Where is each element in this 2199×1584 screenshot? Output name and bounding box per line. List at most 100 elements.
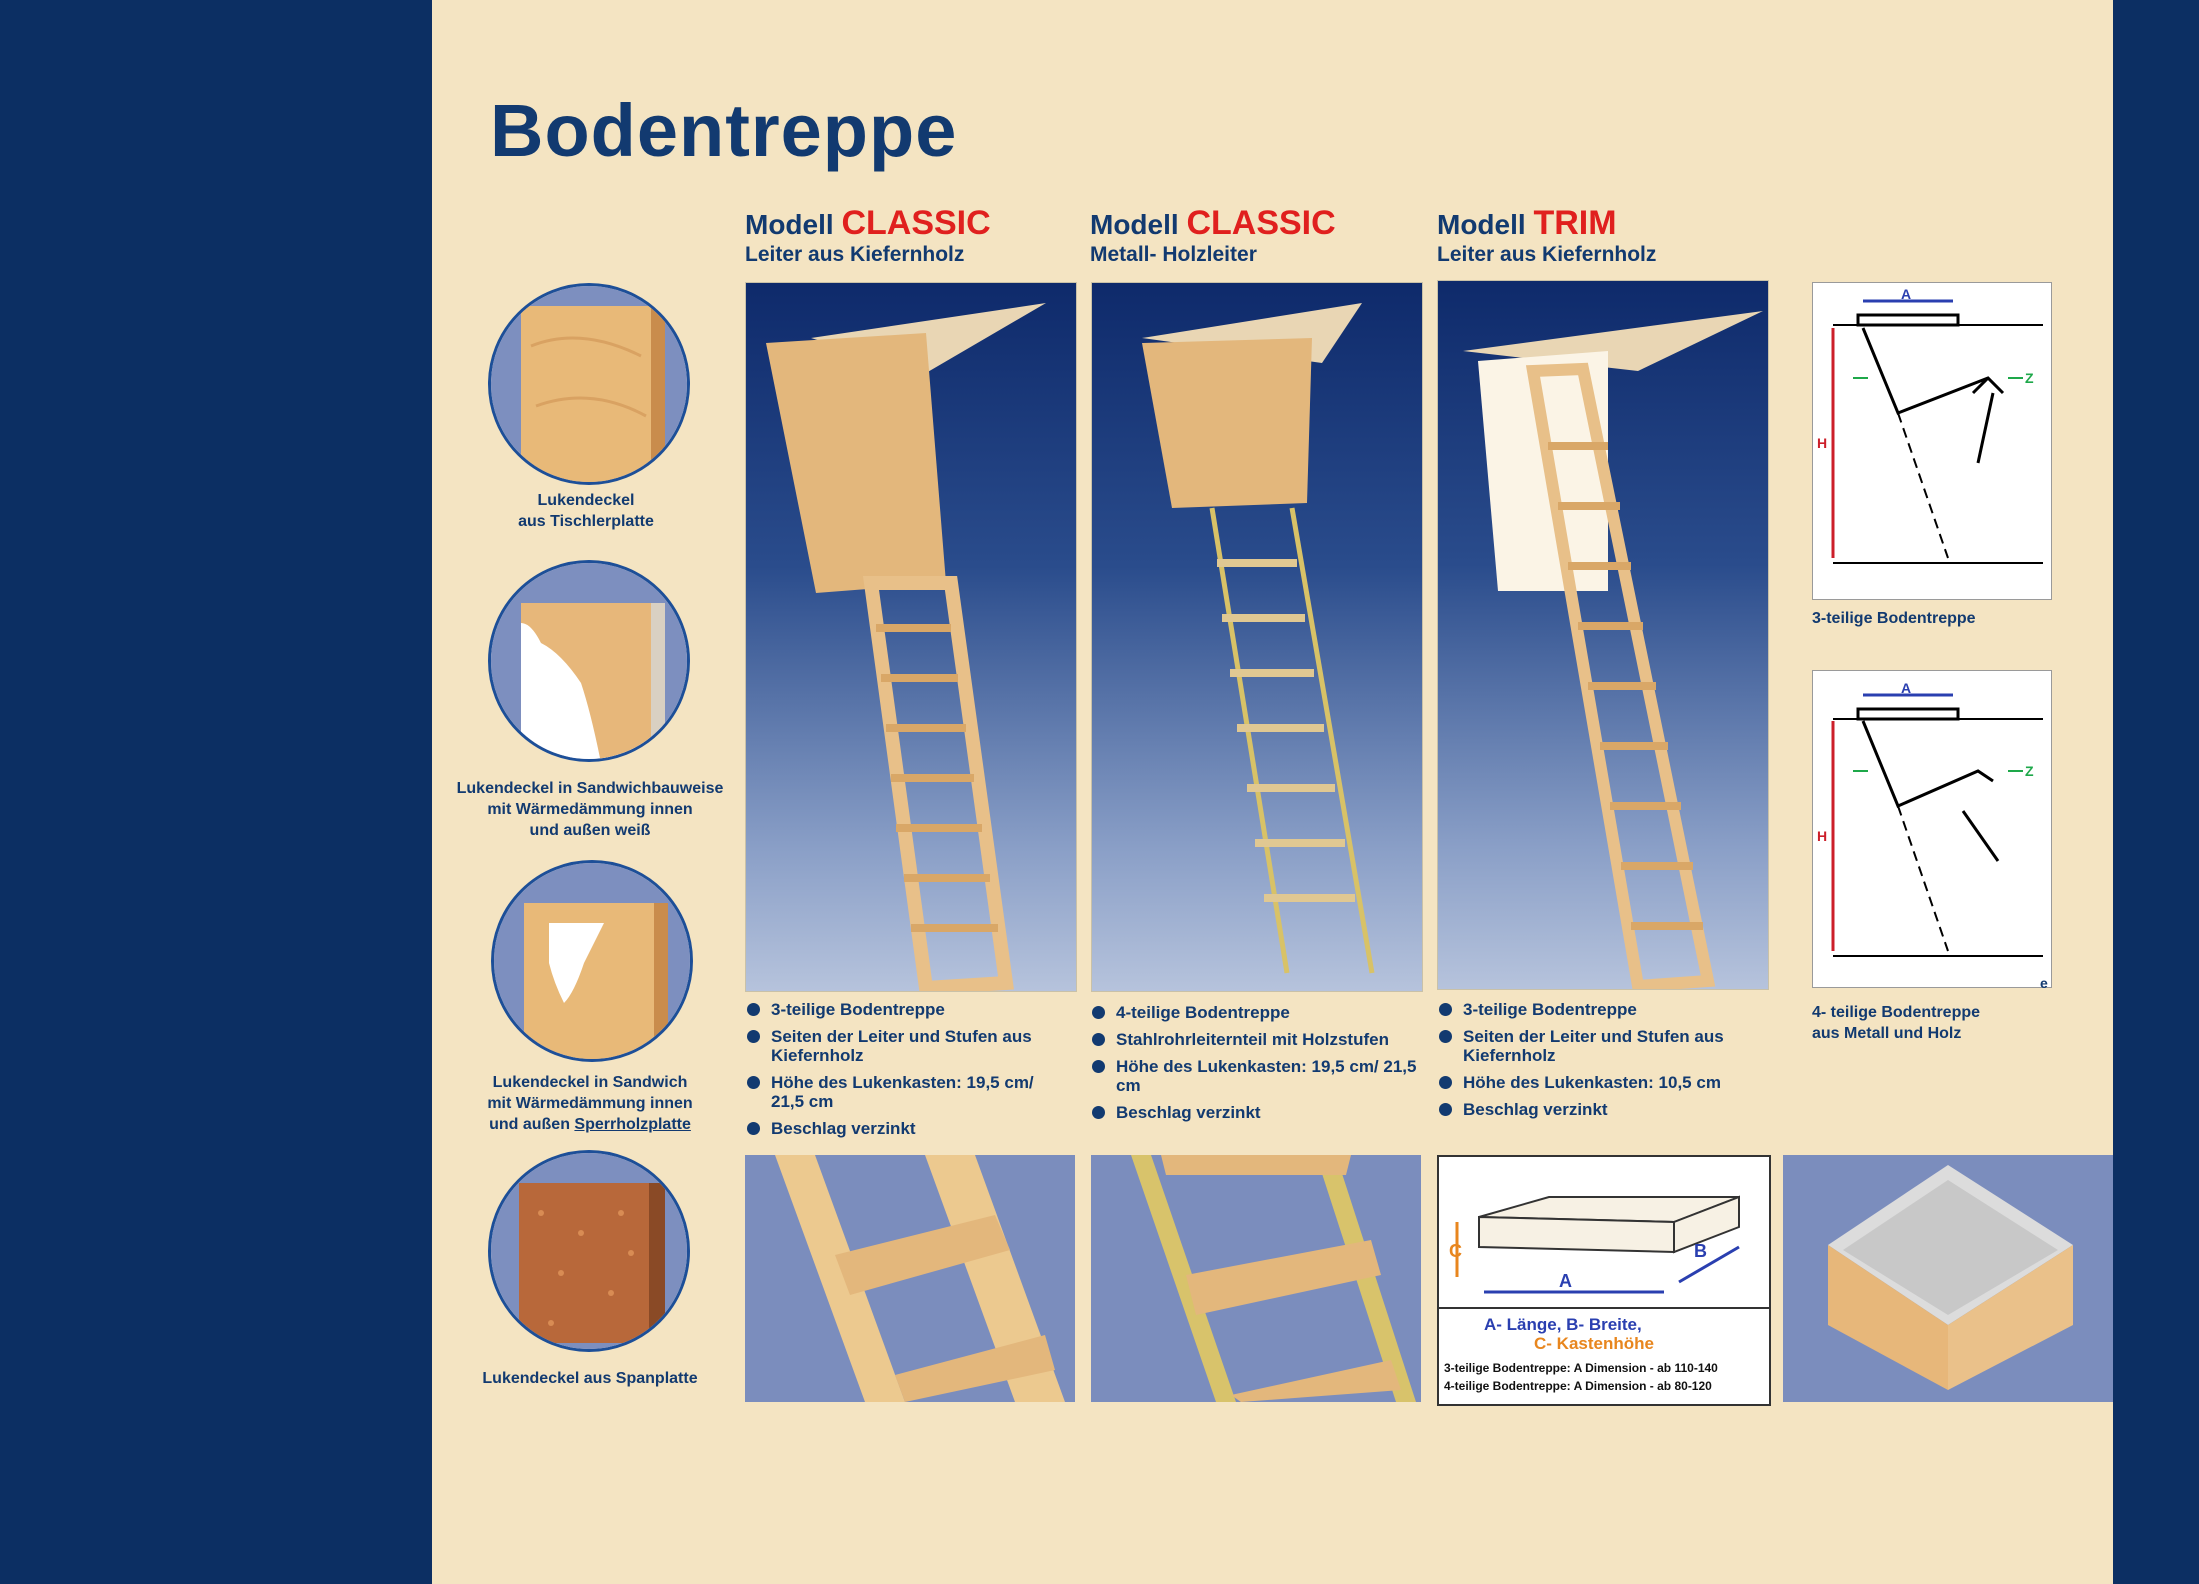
bullet-icon [747,1030,760,1043]
dimension-label-z: Z [2025,370,2034,386]
hatch-cover-chipboard-image [488,1150,690,1352]
dimension-legend-box: A B C A- Länge, B- Breite, C- Kastenhöhe… [1437,1155,1771,1406]
product-photo-classic-metal [1091,282,1423,992]
bullet-icon [1439,1030,1452,1043]
list-item: 3-teilige Bodentreppe [745,1000,1065,1019]
feature-text: Beschlag verzinkt [1116,1103,1261,1122]
model-name: CLASSIC [841,204,991,242]
dimension-label-a: A [1901,680,1911,696]
caption-line: 4- teilige Bodentreppe [1812,1004,1981,1021]
caption-line: mit Wärmedämmung innen [487,801,693,818]
model-prefix: Modell [1437,209,1526,240]
list-item: Höhe des Lukenkasten: 19,5 cm/ 21,5 cm [1090,1057,1420,1095]
diagram-3-part: A H Z [1812,282,2052,600]
caption-line: aus Metall und Holz [1812,1025,1962,1042]
bullet-icon [1439,1103,1452,1116]
list-item: 3-teilige Bodentreppe [1437,1000,1757,1019]
caption-line: Lukendeckel aus Spanplatte [482,1370,698,1387]
feature-text: Höhe des Lukenkasten: 19,5 cm/ 21,5 cm [771,1073,1034,1111]
detail-photo-wood-steps [745,1155,1075,1402]
feature-text: Stahlrohrleiternteil mit Holzstufen [1116,1030,1389,1049]
hatch-cover-caption-4: Lukendeckel aus Spanplatte [460,1368,720,1389]
legend-line-2: C- Kastenhöhe [1534,1334,1654,1353]
bullet-icon [1092,1006,1105,1019]
diagram-caption-2: 4- teilige Bodentreppe aus Metall und Ho… [1812,1002,2072,1044]
caption-underlined-text: Sperrholzplatte [574,1116,691,1133]
diagram-corner-mark: e [2040,975,2048,991]
model-header-2: Modell CLASSIC Metall- Holzleiter [1090,204,1336,267]
hatch-cover-sandwich-white-image [488,560,690,762]
caption-line: Lukendeckel in Sandwich [492,1074,688,1091]
bullet-icon [1439,1076,1452,1089]
right-border [2113,0,2199,1584]
product-photo-classic-wood [745,282,1077,992]
model-prefix: Modell [1090,209,1179,240]
list-item: Stahlrohrleiternteil mit Holzstufen [1090,1030,1420,1049]
model-name: TRIM [1533,204,1617,242]
list-item: Beschlag verzinkt [1437,1100,1757,1119]
model-header-3: Modell TRIM Leiter aus Kiefernholz [1437,204,1656,267]
dimension-label-z: Z [2025,763,2034,779]
hatch-cover-caption-2: Lukendeckel in Sandwichbauweise mit Wärm… [440,778,740,841]
feature-text: Seiten der Leiter und Stufen aus Kiefern… [1463,1027,1724,1065]
dimension-note-1: 3-teilige Bodentreppe: A Dimension - ab … [1444,1361,1718,1375]
feature-text: Höhe des Lukenkasten: 19,5 cm/ 21,5 cm [1116,1057,1417,1095]
feature-text: Beschlag verzinkt [1463,1100,1608,1119]
dimension-label-h: H [1817,435,1827,451]
list-item: Beschlag verzinkt [1090,1103,1420,1122]
caption-text: und außen [489,1116,575,1133]
feature-text: 4-teilige Bodentreppe [1116,1003,1290,1022]
model-header-1: Modell CLASSIC Leiter aus Kiefernholz [745,204,991,267]
model-subtitle: Leiter aus Kiefernholz [745,243,965,266]
list-item: Seiten der Leiter und Stufen aus Kiefern… [745,1027,1065,1065]
caption-line: und außen weiß [529,822,651,839]
product-photo-trim [1437,280,1769,990]
dimension-label-b: B [1694,1241,1707,1261]
list-item: Höhe des Lukenkasten: 19,5 cm/ 21,5 cm [745,1073,1065,1111]
caption-line: aus Tischlerplatte [518,513,654,530]
model-subtitle: Metall- Holzleiter [1090,243,1257,266]
hatch-cover-sandwich-plywood-image [491,860,693,1062]
detail-photo-hatch-box [1783,1155,2113,1402]
hatch-cover-plywood-image [488,283,690,485]
caption-line: Lukendeckel in Sandwichbauweise [456,780,724,797]
list-item: Beschlag verzinkt [745,1119,1065,1138]
model-prefix: Modell [745,209,834,240]
bullet-icon [747,1122,760,1135]
caption-line: Lukendeckel [537,492,635,509]
feature-text: 3-teilige Bodentreppe [1463,1000,1637,1019]
list-item: 4-teilige Bodentreppe [1090,1003,1420,1022]
hatch-cover-caption-1: Lukendeckel aus Tischlerplatte [480,490,692,532]
features-list-3: 3-teilige Bodentreppe Seiten der Leiter … [1437,1000,1757,1127]
dimension-label-h: H [1817,828,1827,844]
list-item: Höhe des Lukenkasten: 10,5 cm [1437,1073,1757,1092]
legend-line-1: A- Länge, B- Breite, [1484,1315,1642,1334]
dimension-label-a: A [1901,286,1911,302]
bullet-icon [1092,1106,1105,1119]
dimension-label-a: A [1559,1271,1572,1291]
bullet-icon [1439,1003,1452,1016]
list-item: Seiten der Leiter und Stufen aus Kiefern… [1437,1027,1757,1065]
detail-photo-metal-steps [1091,1155,1421,1402]
feature-text: Beschlag verzinkt [771,1119,916,1138]
diagram-caption-1: 3-teilige Bodentreppe [1812,608,2072,629]
bullet-icon [1092,1033,1105,1046]
feature-text: 3-teilige Bodentreppe [771,1000,945,1019]
hatch-cover-caption-3: Lukendeckel in Sandwich mit Wärmedämmung… [445,1072,735,1135]
caption-line: mit Wärmedämmung innen [487,1095,693,1112]
dimension-note-2: 4-teilige Bodentreppe: A Dimension - ab … [1444,1379,1712,1393]
bullet-icon [1092,1060,1105,1073]
features-list-1: 3-teilige Bodentreppe Seiten der Leiter … [745,1000,1065,1146]
feature-text: Höhe des Lukenkasten: 10,5 cm [1463,1073,1721,1092]
model-name: CLASSIC [1186,204,1336,242]
dimension-label-c: C [1449,1241,1462,1261]
bullet-icon [747,1003,760,1016]
features-list-2: 4-teilige Bodentreppe Stahlrohrleiternte… [1090,1003,1420,1130]
caption-line: 3-teilige Bodentreppe [1812,610,1976,627]
model-subtitle: Leiter aus Kiefernholz [1437,243,1657,266]
diagram-4-part: A H Z [1812,670,2052,988]
feature-text: Seiten der Leiter und Stufen aus Kiefern… [771,1027,1032,1065]
caption-line: und außen Sperrholzplatte [445,1114,735,1135]
bullet-icon [747,1076,760,1089]
page-title: Bodentreppe [490,89,958,172]
